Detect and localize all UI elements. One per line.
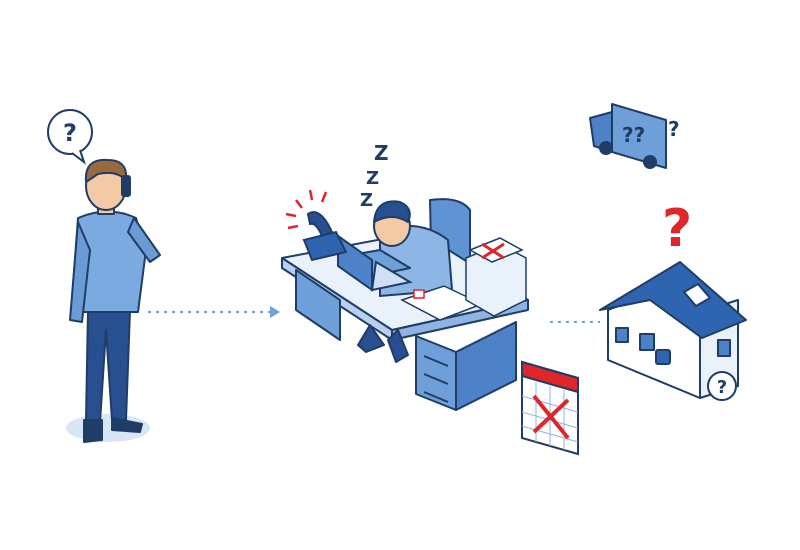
house-window <box>639 333 655 351</box>
red-x-icon <box>481 242 505 260</box>
house-question-badge: ? <box>707 371 737 401</box>
caller-shoe-left <box>83 419 103 443</box>
phone-icon <box>121 175 131 197</box>
ringing-phone <box>285 189 348 262</box>
sleep-z: Z <box>366 168 379 189</box>
house-dormer <box>683 283 711 307</box>
laptop <box>337 234 413 292</box>
worker-leg <box>357 324 385 353</box>
truck-wheel <box>643 155 657 169</box>
drawer-handle <box>423 373 449 385</box>
sleep-z-marks: Z Z Z <box>360 141 389 211</box>
caller-question-mark: ? <box>63 119 77 147</box>
red-stamp-icon <box>413 289 425 299</box>
house-badge-question-mark: ? <box>717 377 727 398</box>
caller-shoe-right <box>111 417 143 433</box>
paper-stacks <box>400 237 527 321</box>
house-red-question-mark: ? <box>662 199 692 259</box>
house-roof <box>599 261 747 339</box>
caller-trousers <box>85 309 131 423</box>
caller-arm-left <box>69 221 91 323</box>
laptop-keyboard <box>370 260 413 292</box>
padlock-icon <box>655 349 671 365</box>
phone-handset-icon <box>306 211 334 238</box>
caller-question-bubble: ? <box>47 109 93 165</box>
calendar-header <box>521 360 579 394</box>
worker-hair <box>373 200 411 223</box>
house-window <box>717 339 731 357</box>
caller-person <box>66 158 161 443</box>
arrow-head-icon <box>270 306 280 318</box>
red-x-icon <box>532 394 570 440</box>
caller-hair <box>84 158 128 183</box>
caller-arm-right <box>127 217 161 263</box>
calendar-cancelled <box>521 360 579 456</box>
desk-drawer-side <box>455 321 517 411</box>
ringing-lines-icon <box>285 189 328 230</box>
delivery-truck: ?? <box>589 103 667 169</box>
desk-left-panel <box>295 269 341 341</box>
house-window <box>615 327 629 343</box>
desk-drawer-front <box>415 335 457 411</box>
house <box>599 261 747 399</box>
drawer-handle <box>423 391 449 403</box>
caller-sweater <box>71 210 147 313</box>
truck-wheel <box>599 141 613 155</box>
drawer-handle <box>423 355 449 367</box>
sleep-z: Z <box>374 141 389 165</box>
truck-question-marks: ?? <box>622 123 645 147</box>
sleep-z: Z <box>360 190 373 211</box>
worker-leg <box>387 329 409 363</box>
truck-question-mark: ? <box>668 117 680 141</box>
